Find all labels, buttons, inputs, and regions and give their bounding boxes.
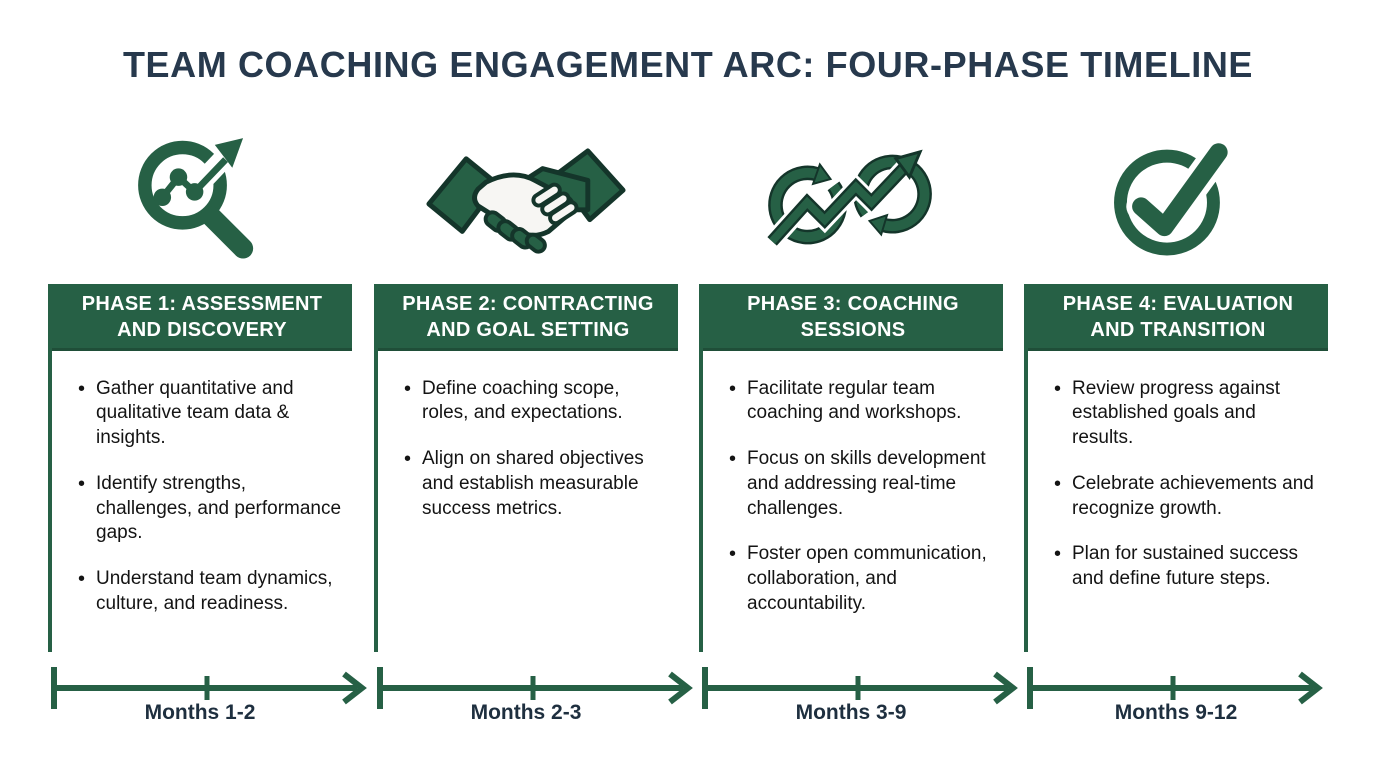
- bullet-item: Gather quantitative and qualitative team…: [76, 376, 344, 451]
- timeline-segment-2-arrow: [377, 667, 693, 709]
- bullet-item: Define coaching scope, roles, and expect…: [402, 376, 670, 426]
- phase-4-header: PHASE 4: EVALUATION AND TRANSITION: [1028, 284, 1328, 351]
- timeline-segment-3-arrow: [702, 667, 1018, 709]
- bullet-item: Celebrate achievements and recognize gro…: [1052, 471, 1320, 521]
- page-title: TEAM COACHING ENGAGEMENT ARC: FOUR-PHASE…: [122, 44, 1254, 85]
- phase-4-content: Review progress against established goal…: [1028, 351, 1328, 592]
- bullet-item: Review progress against established goal…: [1052, 376, 1320, 451]
- cycle-growth-icon: [699, 126, 1003, 274]
- bullet-item: Foster open communication, collaboration…: [727, 541, 995, 616]
- bullet-item: Plan for sustained success and define fu…: [1052, 541, 1320, 591]
- bullet-item: Identify strengths, challenges, and perf…: [76, 471, 344, 546]
- handshake-icon: [374, 126, 678, 274]
- phase-2-content: Define coaching scope, roles, and expect…: [378, 351, 678, 521]
- bullet-item: Focus on skills development and addressi…: [727, 446, 995, 521]
- timeline-months-label-3: Months 3-9: [795, 701, 907, 724]
- bullet-item: Facilitate regular team coaching and wor…: [727, 376, 995, 426]
- phase-3-content: Facilitate regular team coaching and wor…: [703, 351, 1003, 617]
- phase-3-column: PHASE 3: COACHING SESSIONS Facilitate re…: [699, 284, 1003, 652]
- phase-1-content: Gather quantitative and qualitative team…: [52, 351, 352, 617]
- phase-2-column: PHASE 2: CONTRACTING AND GOAL SETTING De…: [374, 284, 678, 652]
- phase-1-header: PHASE 1: ASSESSMENT AND DISCOVERY: [52, 284, 352, 351]
- check-circle-icon: [1024, 126, 1328, 274]
- phase-2-header: PHASE 2: CONTRACTING AND GOAL SETTING: [378, 284, 678, 351]
- timeline-months-label-4: Months 9-12: [1114, 701, 1238, 724]
- bullet-item: Align on shared objectives and establish…: [402, 446, 670, 521]
- bullet-item: Understand team dynamics, culture, and r…: [76, 566, 344, 616]
- timeline-months-label-1: Months 1-2: [144, 701, 256, 724]
- timeline-segment-4-arrow: [1027, 667, 1323, 709]
- timeline-months-label-2: Months 2-3: [470, 701, 582, 724]
- magnifier-trend-icon: [48, 126, 352, 274]
- phase-3-header: PHASE 3: COACHING SESSIONS: [703, 284, 1003, 351]
- phase-1-column: PHASE 1: ASSESSMENT AND DISCOVERY Gather…: [48, 284, 352, 652]
- timeline-segment-1-arrow: [51, 667, 367, 709]
- phase-4-column: PHASE 4: EVALUATION AND TRANSITION Revie…: [1024, 284, 1328, 652]
